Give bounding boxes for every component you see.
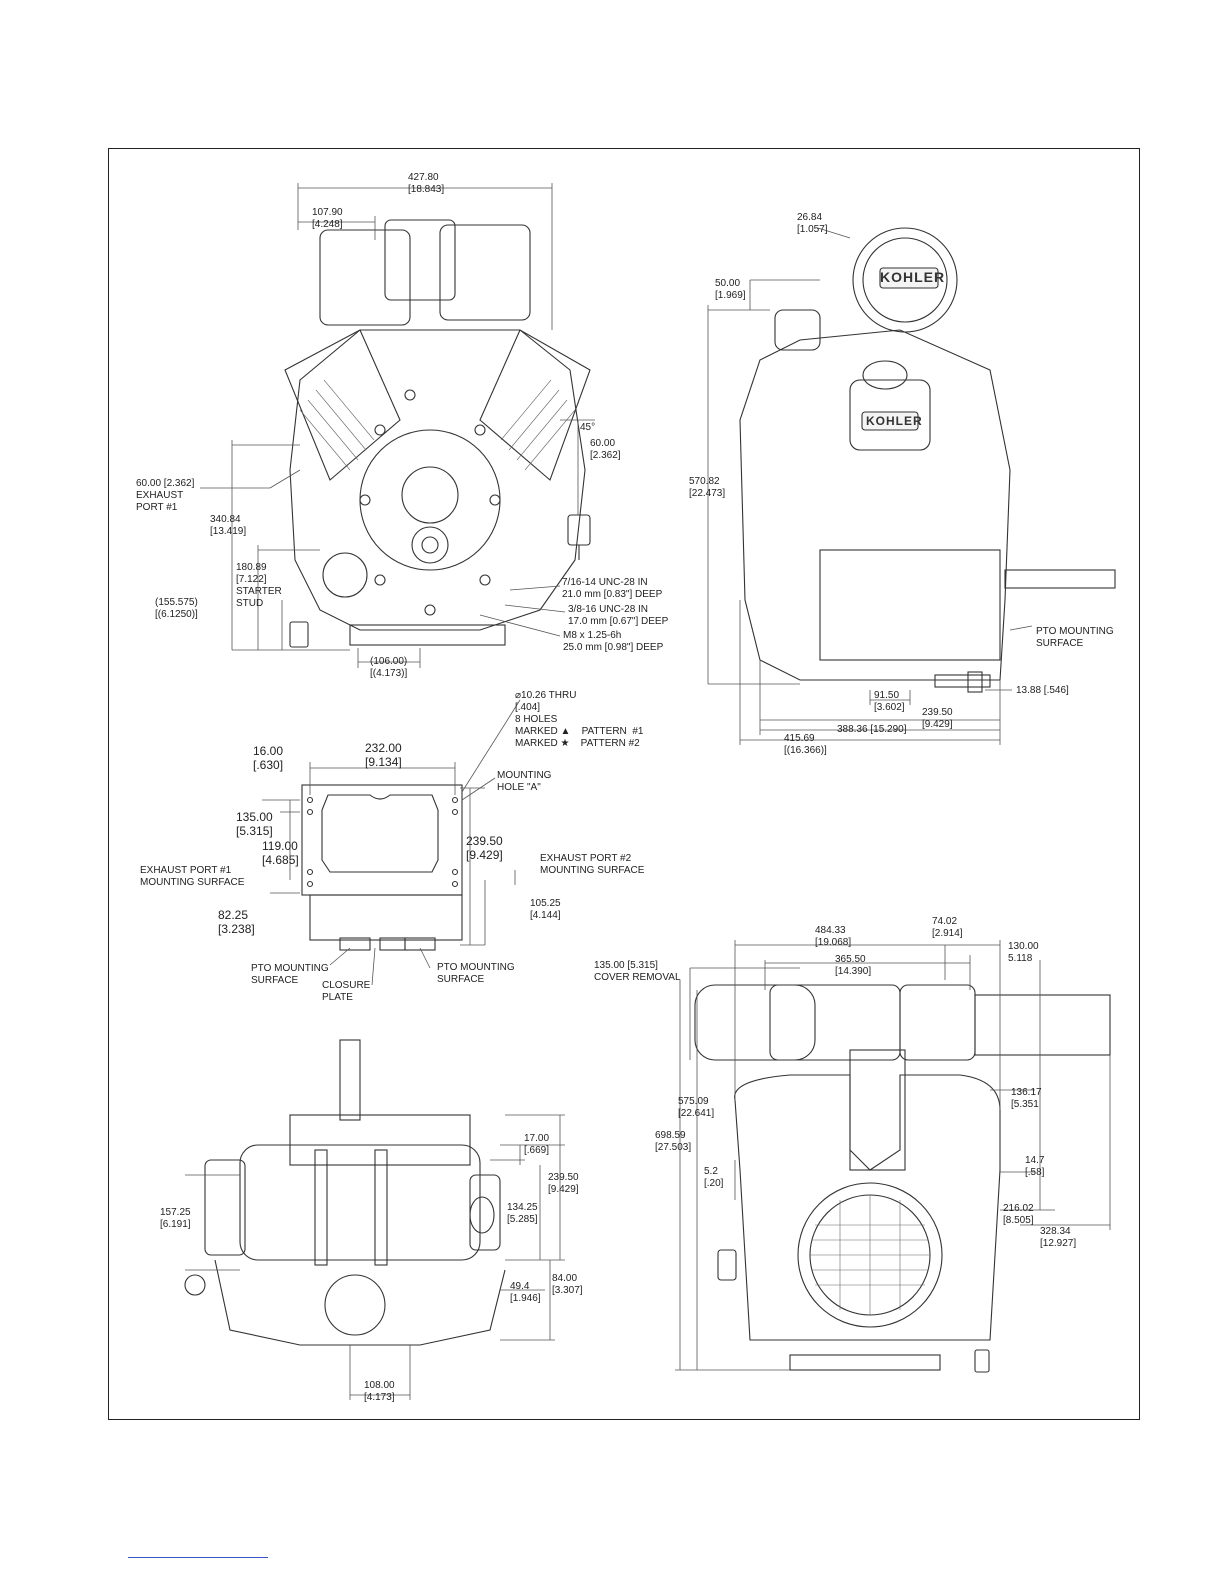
dim-side-415: 415.69 [(16.366)] xyxy=(784,733,827,756)
dim-exhaust-offset-right: 60.00 [2.362] xyxy=(590,438,621,461)
label-mounting-holes: ⌀10.26 THRU [.404] 8 HOLES MARKED ▲ PATT… xyxy=(515,690,644,749)
label-mounting-hole-a: MOUNTING HOLE "A" xyxy=(497,770,552,793)
mounting-pattern-view xyxy=(262,699,521,986)
dim-offset-left: 107.90 [4.248] xyxy=(312,207,343,230)
dim-side-570: 570.82 [22.473] xyxy=(689,476,726,499)
dim-rear-14: 14.7 [.58] xyxy=(1025,1155,1045,1178)
dim-bottom-49: 49.4 [1.946] xyxy=(510,1281,541,1304)
dim-rear-136: 136.17 [5.351 xyxy=(1011,1087,1042,1110)
dim-rear-328: 328.34 [12.927] xyxy=(1040,1226,1077,1249)
rear-view xyxy=(675,940,1111,1373)
dim-mount-105: 105.25 [4.144] xyxy=(530,898,561,921)
dim-rear-5: 5.2 [.20] xyxy=(704,1166,724,1189)
label-closure-plate: CLOSURE PLATE xyxy=(322,980,371,1003)
dim-rear-698: 698.59 [27.503] xyxy=(655,1130,692,1153)
dim-side-26: 26.84 [1.057] xyxy=(797,212,828,235)
kohler-logo-side: KOHLER xyxy=(866,414,923,428)
dim-base-106: (106.00) [(4.173)] xyxy=(370,656,408,679)
dim-bottom-157: 157.25 [6.191] xyxy=(160,1207,191,1230)
label-starter-stud: 180.89 [7.122] STARTER STUD xyxy=(236,562,282,609)
dim-side-13: 13.88 [.546] xyxy=(1016,685,1069,696)
dim-side-239: 239.50 [9.429] xyxy=(922,707,953,730)
footer-link-underline[interactable] xyxy=(128,1557,268,1558)
dim-side-91: 91.50 [3.602] xyxy=(874,690,905,713)
dim-rear-216: 216.02 [8.505] xyxy=(1003,1203,1034,1226)
dim-angle: 45° xyxy=(580,422,596,433)
dim-mount-119: 119.00 [4.685] xyxy=(262,839,299,867)
dim-bottom-239: 239.50 [9.429] xyxy=(548,1172,579,1195)
dim-side-388: 388.36 [15.290] xyxy=(837,724,907,735)
dim-bottom-108: 108.00 [4.173] xyxy=(364,1380,395,1403)
label-thread-2: 3/8-16 UNC-28 IN 17.0 mm [0.67"] DEEP xyxy=(568,604,669,627)
dim-mount-239: 239.50 [9.429] xyxy=(466,834,503,862)
dim-rear-130: 130.00 5.118 xyxy=(1008,941,1039,964)
dim-bottom-134: 134.25 [5.285] xyxy=(507,1202,538,1225)
dim-bottom-84: 84.00 [3.307] xyxy=(552,1273,583,1296)
dim-mount-16: 16.00 [.630] xyxy=(253,744,284,772)
dim-rear-575: 575.09 [22.641] xyxy=(678,1096,715,1119)
label-exhaust-port-1-surface: EXHAUST PORT #1 MOUNTING SURFACE xyxy=(140,865,245,888)
label-exhaust-port-2-surface: EXHAUST PORT #2 MOUNTING SURFACE xyxy=(540,853,645,876)
front-view xyxy=(200,183,595,668)
kohler-logo-top: KOHLER xyxy=(880,269,946,285)
dim-rear-484: 484.33 [19.068] xyxy=(815,925,852,948)
side-view xyxy=(707,227,1116,745)
dim-rear-365: 365.50 [14.390] xyxy=(835,954,872,977)
drawing-frame xyxy=(108,148,1140,1420)
dim-height-155: (155.575) [(6.1250)] xyxy=(155,597,198,620)
dim-mount-82: 82.25 [3.238] xyxy=(218,908,255,936)
bottom-view xyxy=(184,1039,565,1400)
label-thread-3: M8 x 1.25-6h 25.0 mm [0.98"] DEEP xyxy=(563,630,664,653)
label-pto-left: PTO MOUNTING SURFACE xyxy=(251,963,329,986)
dim-height-340: 340.84 [13.419] xyxy=(210,514,247,537)
dim-mount-232: 232.00 [9.134] xyxy=(365,741,402,769)
dim-mount-135: 135.00 [5.315] xyxy=(236,810,273,838)
label-side-pto-mounting: PTO MOUNTING SURFACE xyxy=(1036,626,1114,649)
label-thread-1: 7/16-14 UNC-28 IN 21.0 mm [0.83"] DEEP xyxy=(562,577,663,600)
dim-side-50: 50.00 [1.969] xyxy=(715,278,746,301)
dim-rear-74: 74.02 [2.914] xyxy=(932,916,963,939)
label-exhaust-port-1: 60.00 [2.362] EXHAUST PORT #1 xyxy=(136,478,195,513)
dim-width-overall: 427.80 [18.843] xyxy=(408,172,445,195)
dim-bottom-17: 17.00 [.669] xyxy=(524,1133,550,1156)
label-cover-removal: 135.00 [5.315] COVER REMOVAL xyxy=(594,960,681,983)
label-pto-right: PTO MOUNTING SURFACE xyxy=(437,962,515,985)
